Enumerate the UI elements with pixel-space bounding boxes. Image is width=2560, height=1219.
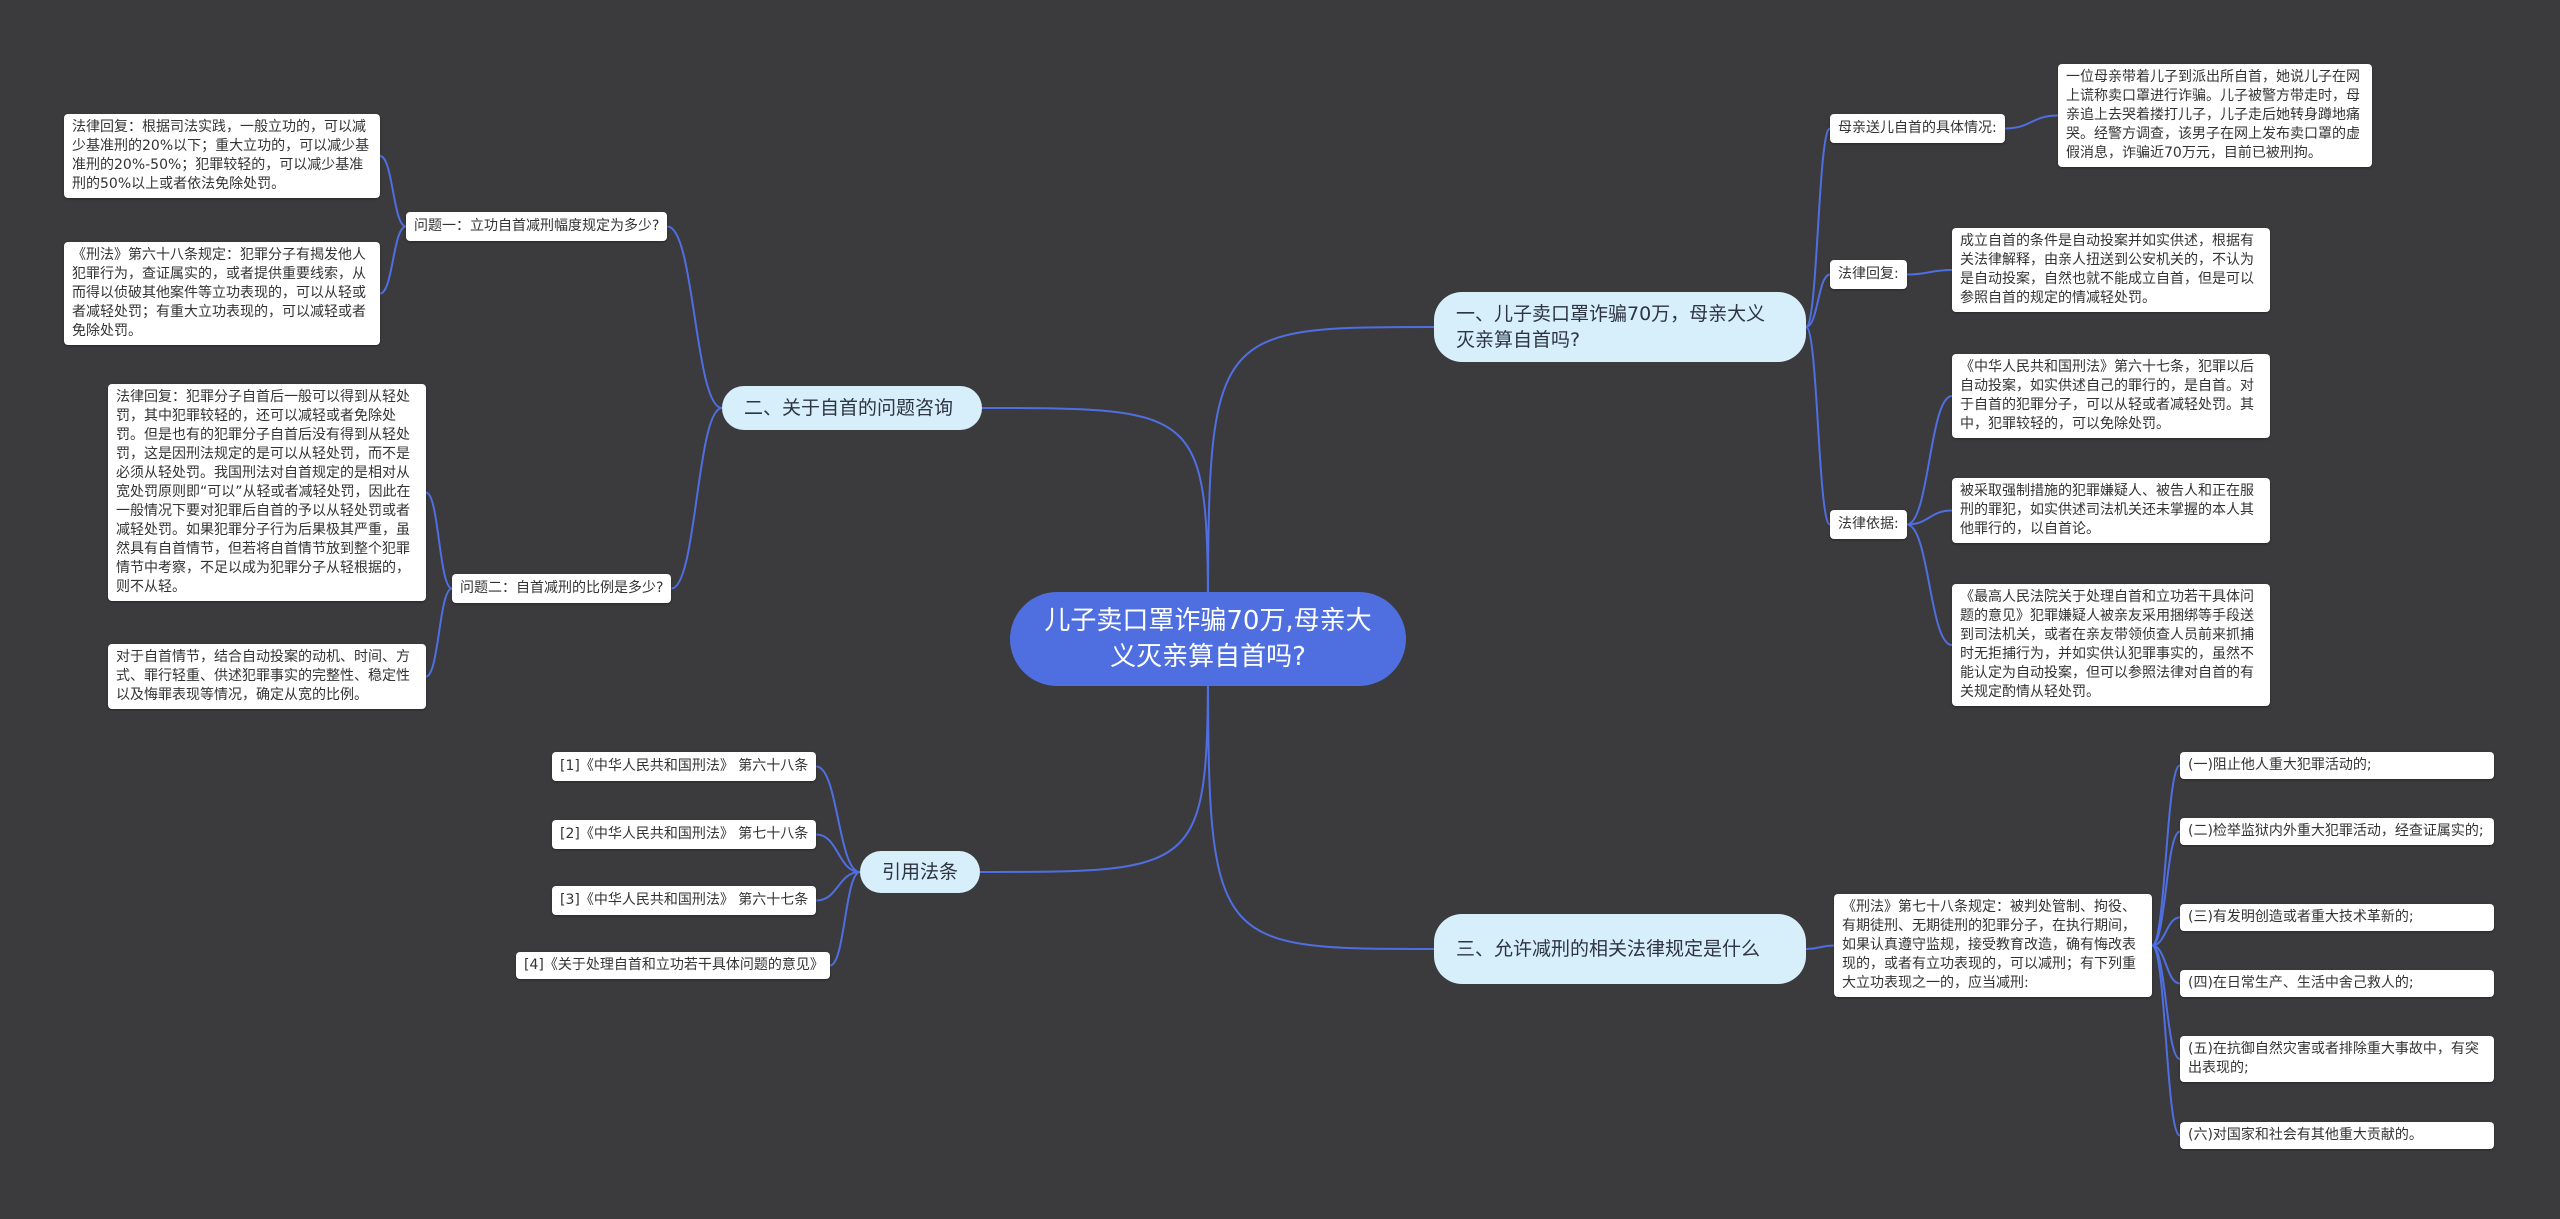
t1-reply-text[interactable]: 成立自首的条件是自动投案并如实供述，根据有关法律解释，由亲人扭送到公安机关的，不… <box>1952 228 2270 312</box>
t1-basis-3[interactable]: 《最高人民法院关于处理自首和立功若干具体问题的意见》犯罪嫌疑人被亲友采用捆绑等手… <box>1952 584 2270 706</box>
t1-label-case[interactable]: 母亲送儿自首的具体情况: <box>1830 114 2005 143</box>
link-t1-basis-1 <box>1906 395 1953 526</box>
t3-item-1[interactable]: (一)阻止他人重大犯罪活动的; <box>2180 752 2494 779</box>
link-t2-q1-answer-1 <box>379 155 407 228</box>
t2-question-1[interactable]: 问题一：立功自首减刑幅度规定为多少? <box>406 212 668 241</box>
link-t3-item-2 <box>2151 830 2181 947</box>
t2-q2-answer-2[interactable]: 对于自首情节，结合自动投案的动机、时间、方式、罪行轻重、供述犯罪事实的完整性、稳… <box>108 644 426 709</box>
t1-label-reply[interactable]: 法律回复: <box>1830 260 1907 289</box>
topic-2-title: 二、关于自首的问题咨询 <box>744 397 954 419</box>
link-t3-item-3 <box>2151 916 2181 947</box>
link-t1-case-text <box>2004 114 2059 130</box>
topic-3-title: 三、允许减刑的相关法律规定是什么 <box>1456 938 1761 960</box>
link-t2-question-1 <box>667 225 723 409</box>
link-t3-item-6 <box>2151 944 2181 1137</box>
link-topic-4-node <box>979 638 1209 873</box>
link-topic-3-node <box>1207 638 1435 950</box>
link-t1-label-basis <box>1805 326 1831 526</box>
t3-item-3[interactable]: (三)有发明创造或者重大技术革新的; <box>2180 904 2494 931</box>
t2-q2-answer-1[interactable]: 法律回复：犯罪分子自首后一般可以得到从轻处罚，其中犯罪较轻的，还可以减轻或者免除… <box>108 384 426 601</box>
t1-case-text[interactable]: 一位母亲带着儿子到派出所自首，她说儿子在网上谎称卖口罩进行诈骗。儿子被警方带走时… <box>2058 64 2372 167</box>
link-t2-q2-answer-1 <box>425 491 453 590</box>
link-topic-1-node <box>1207 326 1435 640</box>
link-t4-citation-2 <box>816 833 861 873</box>
link-t4-citation-4 <box>829 871 861 967</box>
t4-citation-2[interactable]: [2]《中华人民共和国刑法》 第七十八条 <box>552 820 817 849</box>
link-t2-question-2 <box>671 407 723 590</box>
link-t2-q2-answer-2 <box>425 587 453 678</box>
t1-basis-2[interactable]: 被采取强制措施的犯罪嫌疑人、被告人和正在服刑的罪犯，如实供述司法机关还未掌握的本… <box>1952 478 2270 543</box>
t4-citation-1[interactable]: [1]《中华人民共和国刑法》 第六十八条 <box>552 752 817 781</box>
link-t3-item-4 <box>2151 944 2181 985</box>
t3-item-5[interactable]: (五)在抗御自然灾害或者排除重大事故中，有突出表现的; <box>2180 1036 2494 1082</box>
t1-label-basis[interactable]: 法律依据: <box>1830 510 1907 539</box>
t4-citation-4[interactable]: [4]《关于处理自首和立功若干具体问题的意见》 <box>516 952 830 979</box>
link-t3-law-text <box>1805 944 1835 950</box>
link-t1-basis-2 <box>1906 509 1953 526</box>
link-t1-label-reply <box>1805 273 1831 328</box>
t2-q1-answer-2[interactable]: 《刑法》第六十八条规定：犯罪分子有揭发他人犯罪行为，查证属实的，或者提供重要线索… <box>64 242 380 345</box>
topic-3-node[interactable]: 三、允许减刑的相关法律规定是什么 <box>1434 914 1806 984</box>
t3-item-6[interactable]: (六)对国家和社会有其他重大贡献的。 <box>2180 1122 2494 1149</box>
root-node[interactable]: 儿子卖口罩诈骗70万,母亲大义灭亲算自首吗? <box>1010 592 1406 686</box>
root-title: 儿子卖口罩诈骗70万,母亲大义灭亲算自首吗? <box>1044 606 1372 672</box>
t4-citation-3[interactable]: [3]《中华人民共和国刑法》 第六十七条 <box>552 886 817 915</box>
link-t2-q1-answer-2 <box>379 225 407 295</box>
link-t1-label-case <box>1805 127 1831 328</box>
topic-1-node[interactable]: 一、儿子卖口罩诈骗70万，母亲大义灭亲算自首吗? <box>1434 292 1806 362</box>
link-t3-item-1 <box>2151 764 2181 947</box>
link-t1-reply-text <box>1906 269 1953 276</box>
t3-item-2[interactable]: (二)检举监狱内外重大犯罪活动，经查证属实的; <box>2180 818 2494 845</box>
topic-1-title: 一、儿子卖口罩诈骗70万，母亲大义灭亲算自首吗? <box>1456 303 1766 351</box>
t3-law-text[interactable]: 《刑法》第七十八条规定：被判处管制、拘役、有期徒刑、无期徒刑的犯罪分子，在执行期… <box>1834 894 2152 997</box>
link-t4-citation-3 <box>816 871 861 902</box>
t1-basis-1[interactable]: 《中华人民共和国刑法》第六十七条，犯罪以后自动投案，如实供述自己的罪行的，是自首… <box>1952 354 2270 438</box>
t2-question-2[interactable]: 问题二：自首减刑的比例是多少? <box>452 574 672 603</box>
topic-4-title: 引用法条 <box>882 861 959 883</box>
link-topic-2-node <box>981 407 1209 640</box>
t2-q1-answer-1[interactable]: 法律回复：根据司法实践，一般立功的，可以减少基准刑的20%以下；重大立功的，可以… <box>64 114 380 198</box>
link-t4-citation-1 <box>815 765 861 873</box>
link-t1-basis-3 <box>1906 523 1953 646</box>
topic-4-node[interactable]: 引用法条 <box>860 851 980 893</box>
topic-2-node[interactable]: 二、关于自首的问题咨询 <box>722 386 982 430</box>
t3-item-4[interactable]: (四)在日常生产、生活中舍己救人的; <box>2180 970 2494 997</box>
